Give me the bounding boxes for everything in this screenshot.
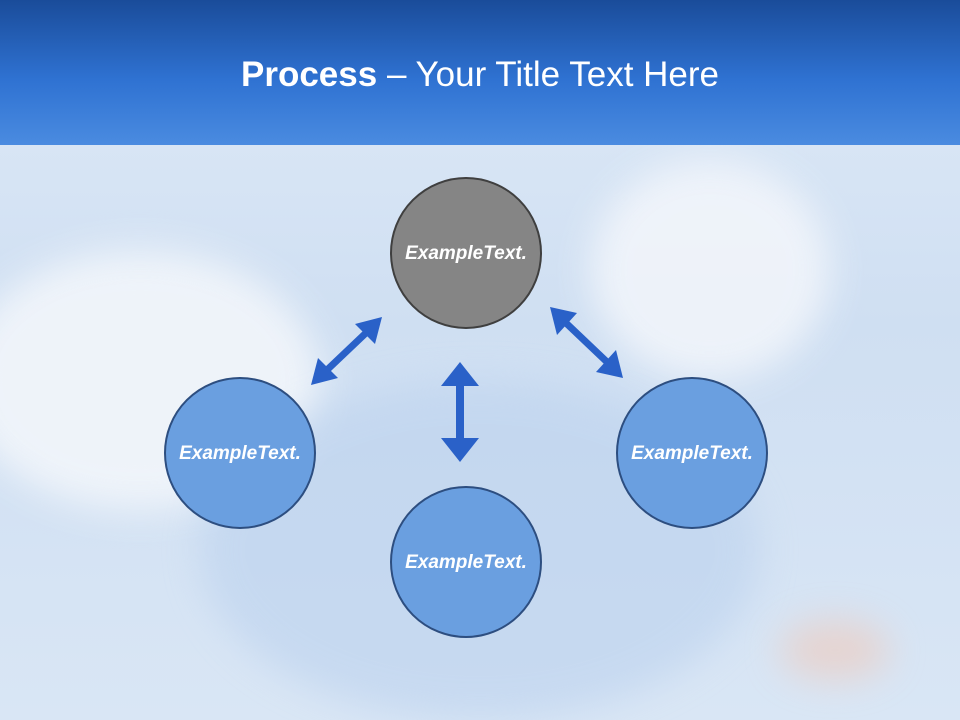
slide-title: Process – Your Title Text Here	[0, 52, 960, 98]
arrow-top-right	[550, 307, 623, 378]
skin-shape	[780, 620, 890, 680]
arrow-top-left	[311, 317, 382, 385]
arrow-vertical	[441, 362, 479, 462]
title-bar: Process – Your Title Text Here	[0, 0, 960, 145]
glove-right-shape	[590, 160, 830, 380]
title-rest: – Your Title Text Here	[377, 55, 719, 94]
title-bold: Process	[241, 55, 378, 94]
